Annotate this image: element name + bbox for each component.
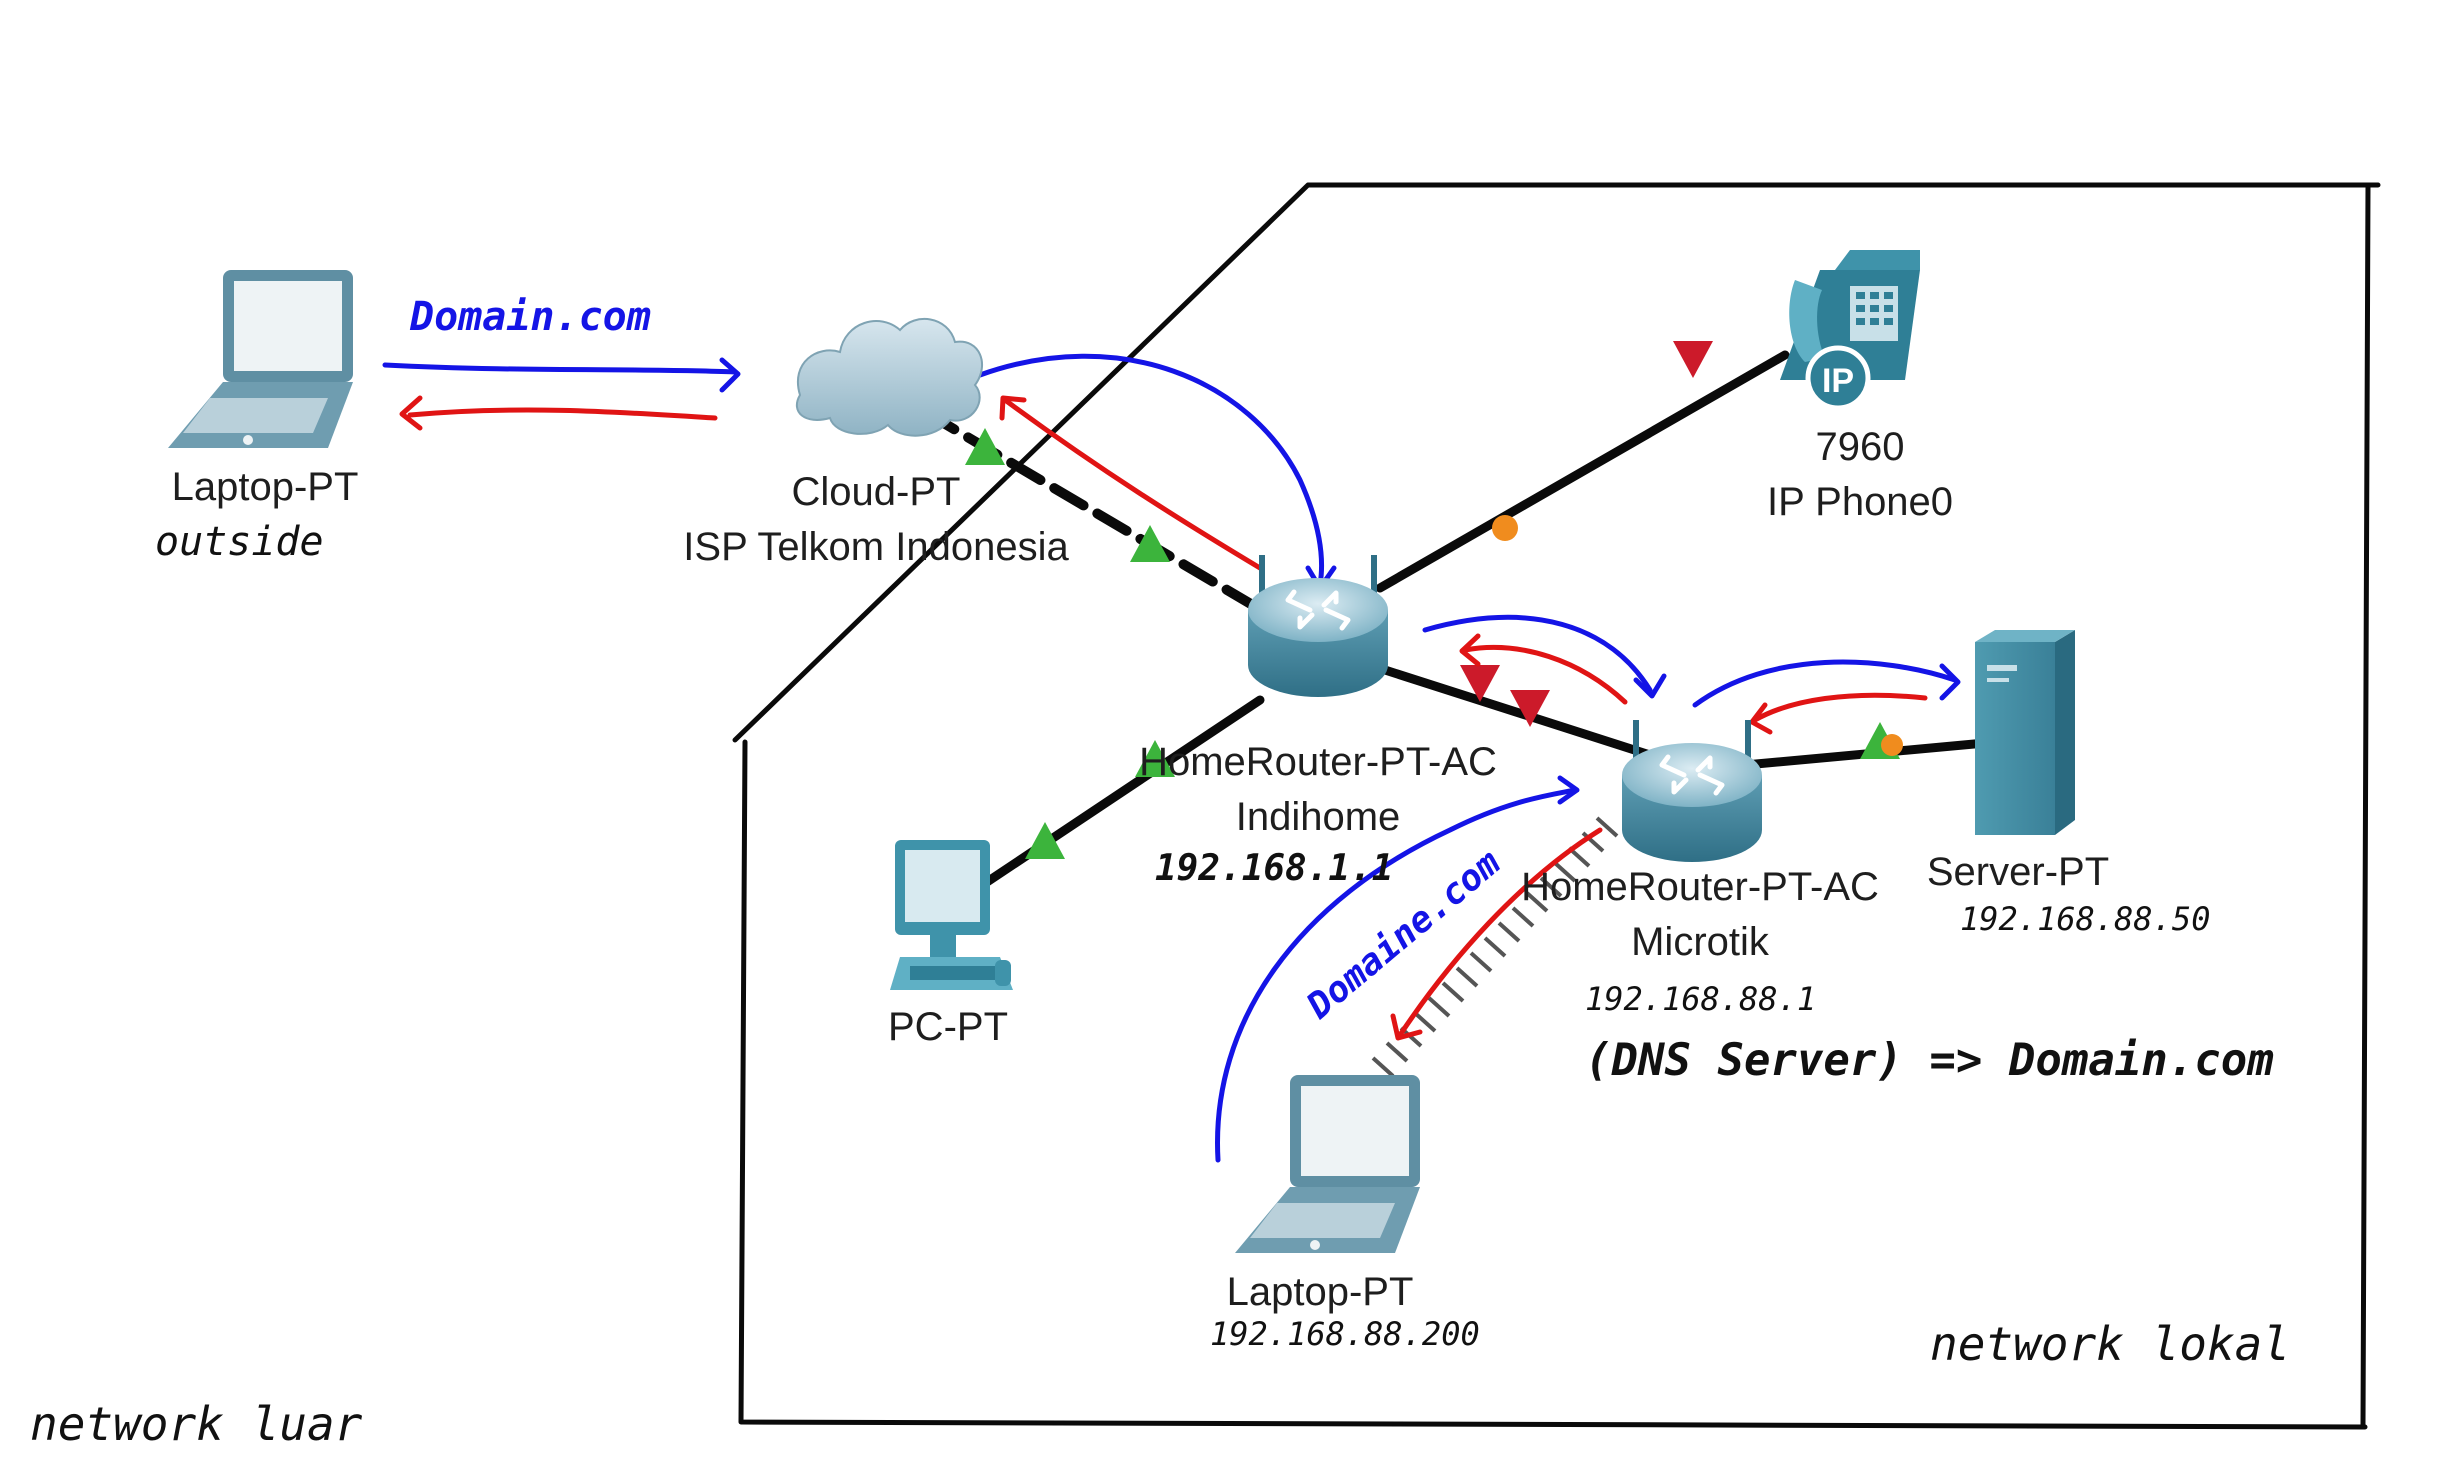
router-indihome-ip: 192.168.1.1 xyxy=(1155,848,1393,889)
ip-badge xyxy=(1805,345,1871,411)
pc-label: PC-PT xyxy=(888,1005,1008,1049)
domain-request-top: Domain.com xyxy=(409,294,651,340)
network-outside-label: network luar xyxy=(30,1397,363,1451)
laptop-outside-label: Laptop-PT xyxy=(172,465,359,509)
device-labels: Laptop-PT outside Cloud-PT ISP Telkom In… xyxy=(155,425,2210,1353)
response-arrow-head xyxy=(999,395,1027,421)
router-indihome-icon[interactable] xyxy=(1248,555,1388,697)
request-arrow xyxy=(382,362,738,375)
link-indicators xyxy=(965,341,1903,859)
response-arrow-head xyxy=(1390,1013,1423,1041)
link-down-indicator xyxy=(1673,341,1713,378)
link-down-indicator xyxy=(1460,665,1500,702)
request-arrow xyxy=(1422,614,1653,693)
ip-phone-model: 7960 xyxy=(1816,425,1905,469)
flow-arrows xyxy=(382,353,1961,1163)
router-microtik-subtitle: Microtik xyxy=(1631,920,1770,964)
laptop-outside-note: outside xyxy=(155,519,324,565)
link-up-indicator xyxy=(1130,525,1170,562)
link-up-indicator xyxy=(965,428,1005,465)
router-indihome-subtitle: Indihome xyxy=(1236,795,1401,839)
ip-phone-label: IP Phone0 xyxy=(1767,480,1953,524)
laptop-outside-icon[interactable] xyxy=(168,270,353,448)
laptop-local-ip: 192.168.88.200 xyxy=(1210,1315,1480,1353)
link-down-indicator xyxy=(1510,690,1550,727)
network-local-label: network lokal xyxy=(1930,1317,2290,1371)
response-arrow-head xyxy=(1459,633,1481,667)
request-arrow-head xyxy=(1633,673,1667,699)
link-amber-indicator xyxy=(1492,515,1518,541)
pc-icon[interactable] xyxy=(890,840,1013,990)
server-ip: 192.168.88.50 xyxy=(1960,900,2210,938)
laptop-local-label: Laptop-PT xyxy=(1227,1270,1414,1314)
laptop-local-icon[interactable] xyxy=(1235,1075,1420,1253)
response-arrow-head xyxy=(399,395,423,431)
router-microtik-icon[interactable] xyxy=(1622,720,1762,862)
network-lokal-boundary xyxy=(732,182,2381,1430)
cable-indihome-pc xyxy=(970,695,1265,895)
cloud-icon[interactable] xyxy=(795,317,984,437)
request-arrow xyxy=(1692,659,1958,708)
request-arrow-head xyxy=(719,357,741,393)
response-arrow xyxy=(407,407,718,421)
request-arrow xyxy=(1215,787,1578,1163)
response-arrow xyxy=(1462,645,1628,705)
cable-indihome-phone xyxy=(1375,350,1790,593)
svg-text:IP: IP xyxy=(1822,362,1854,400)
server-icon[interactable] xyxy=(1975,630,2075,835)
link-amber-indicator xyxy=(1881,734,1903,756)
link-up-indicator xyxy=(1025,822,1065,859)
request-arrow xyxy=(977,353,1325,588)
response-arrow-head xyxy=(1749,702,1773,735)
cable-indihome-microtik xyxy=(1380,665,1655,760)
router-indihome-label: HomeRouter-PT-AC xyxy=(1139,740,1497,784)
request-arrow-head xyxy=(1557,775,1580,805)
cloud-subtitle: ISP Telkom Indonesia xyxy=(683,525,1069,569)
link-up-indicator xyxy=(1135,740,1175,777)
response-arrow xyxy=(1397,827,1603,1038)
ip-phone-icon[interactable]: IP xyxy=(1780,250,1920,411)
response-arrow xyxy=(1002,397,1263,571)
response-arrow xyxy=(1752,692,1928,723)
server-label: Server-PT xyxy=(1927,850,2109,894)
router-microtik-label: HomeRouter-PT-AC xyxy=(1521,865,1879,909)
dns-server-note: (DNS Server) => Domain.com xyxy=(1585,1035,2274,1086)
router-microtik-ip: 192.168.88.1 xyxy=(1585,980,1816,1018)
cloud-label: Cloud-PT xyxy=(792,470,961,514)
request-arrow-head xyxy=(1939,663,1961,701)
